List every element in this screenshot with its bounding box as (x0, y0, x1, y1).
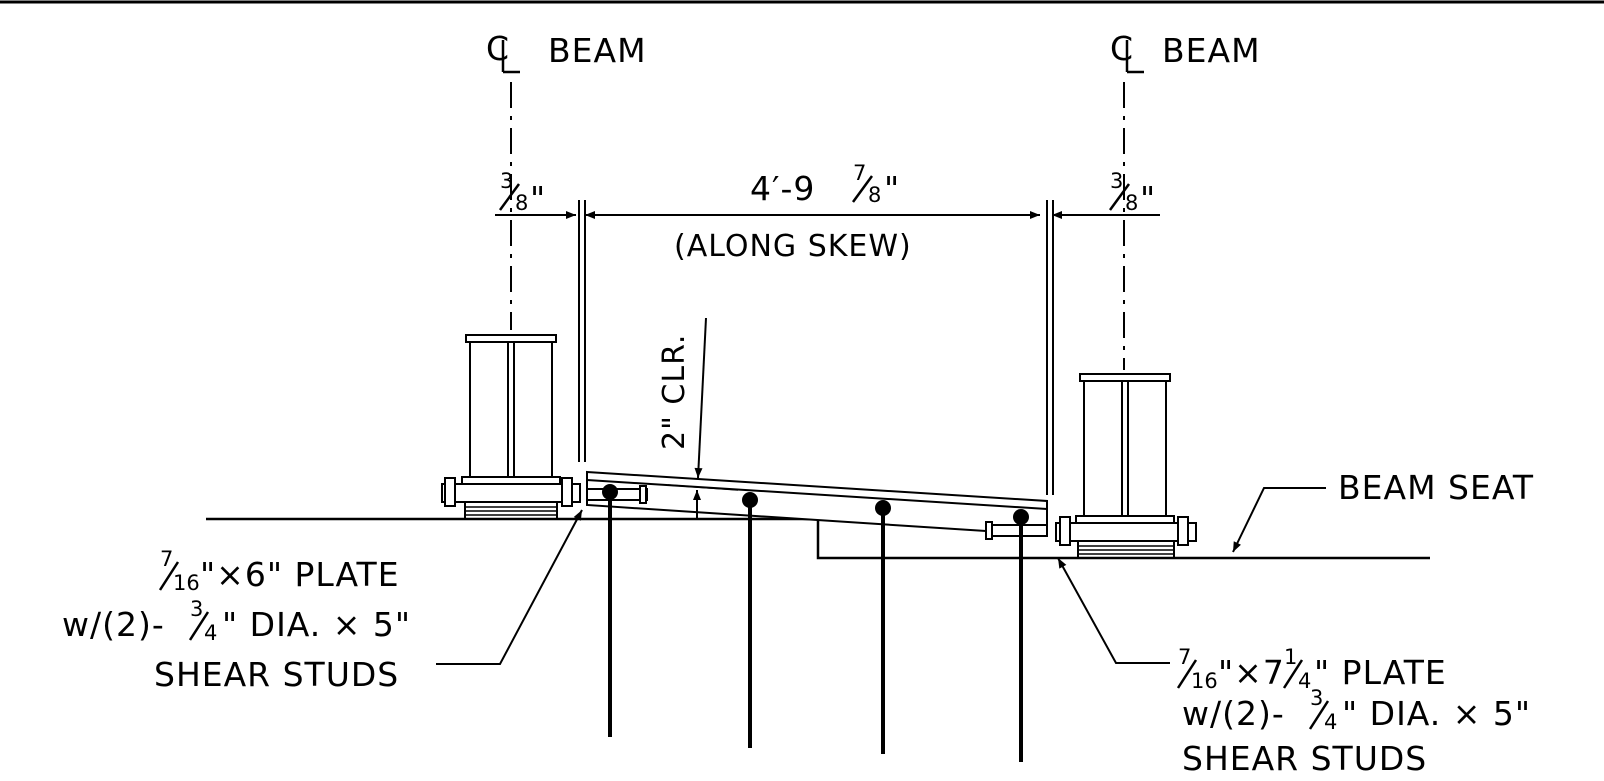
span-dimension-value: 4′-9 (750, 169, 815, 208)
svg-text:8: 8 (515, 191, 528, 215)
svg-text:4: 4 (1324, 710, 1337, 734)
svg-text:16: 16 (1191, 669, 1218, 693)
svg-text:4: 4 (1298, 669, 1311, 693)
cl-symbol: C (486, 29, 510, 68)
dimension-right-offset: 3 8 " (1052, 169, 1160, 219)
steel-beam-left (461, 334, 561, 485)
svg-text:3: 3 (500, 169, 513, 193)
svg-text:"×6" PLATE: "×6" PLATE (200, 555, 400, 594)
shear-studs-label-right: SHEAR STUDS (1182, 739, 1427, 778)
svg-text:" DIA. × 5": " DIA. × 5" (1342, 694, 1531, 733)
svg-text:3: 3 (1110, 169, 1123, 193)
dimension-left-offset: 3 8 " (495, 169, 576, 219)
end-plate-right (985, 521, 1048, 540)
svg-text:7: 7 (853, 161, 866, 185)
cl-symbol: C (1110, 29, 1134, 68)
svg-text:"×7: "×7 (1218, 653, 1285, 692)
svg-text:": " (530, 179, 546, 218)
svg-text:4: 4 (204, 621, 217, 645)
svg-text:" DIA. × 5": " DIA. × 5" (222, 605, 411, 644)
svg-text:": " (1140, 179, 1156, 218)
extension-lines (578, 200, 1054, 495)
beam-seat-callout: BEAM SEAT (1232, 468, 1534, 553)
svg-text:7: 7 (160, 547, 173, 571)
beam-seat-outline (206, 517, 1430, 560)
dimension-span: 4′-9 7 8 " (ALONG SKEW) (585, 161, 1040, 264)
along-skew-label: (ALONG SKEW) (674, 229, 912, 264)
svg-text:3: 3 (190, 597, 203, 621)
cl-beam-right-label: BEAM (1162, 31, 1261, 70)
svg-text:8: 8 (1125, 191, 1138, 215)
svg-text:w/(2)-: w/(2)- (1182, 694, 1285, 733)
centerline-label-left: C BEAM (486, 29, 647, 74)
cl-beam-left-label: BEAM (548, 31, 647, 70)
shear-studs-label-left: SHEAR STUDS (154, 655, 399, 694)
svg-text:3: 3 (1310, 686, 1323, 710)
svg-text:": " (884, 169, 900, 208)
plate-callout-left: 7 16 "×6" PLATE w/(2)- 3 4 " DIA. × 5" S… (62, 509, 583, 694)
clearance-label: 2" CLR. (657, 334, 692, 450)
svg-text:8: 8 (868, 183, 881, 207)
svg-text:1: 1 (1284, 645, 1297, 669)
svg-text:w/(2)-: w/(2)- (62, 605, 165, 644)
clearance-callout: 2" CLR. (657, 317, 707, 518)
svg-text:16: 16 (173, 571, 200, 595)
svg-text:7: 7 (1178, 645, 1191, 669)
centerline-label-right: C BEAM (1110, 29, 1261, 74)
plate-callout-right: 7 16 "×7 1 4 " PLATE w/(2)- 3 4 " DIA. ×… (1057, 557, 1531, 778)
beam-seat-label: BEAM SEAT (1338, 468, 1534, 507)
rebar-set (602, 484, 1029, 762)
bearing-assembly-left (441, 477, 581, 520)
steel-beam-right (1075, 373, 1175, 524)
svg-text:" PLATE: " PLATE (1314, 653, 1447, 692)
bearing-assembly-right (1055, 516, 1197, 559)
